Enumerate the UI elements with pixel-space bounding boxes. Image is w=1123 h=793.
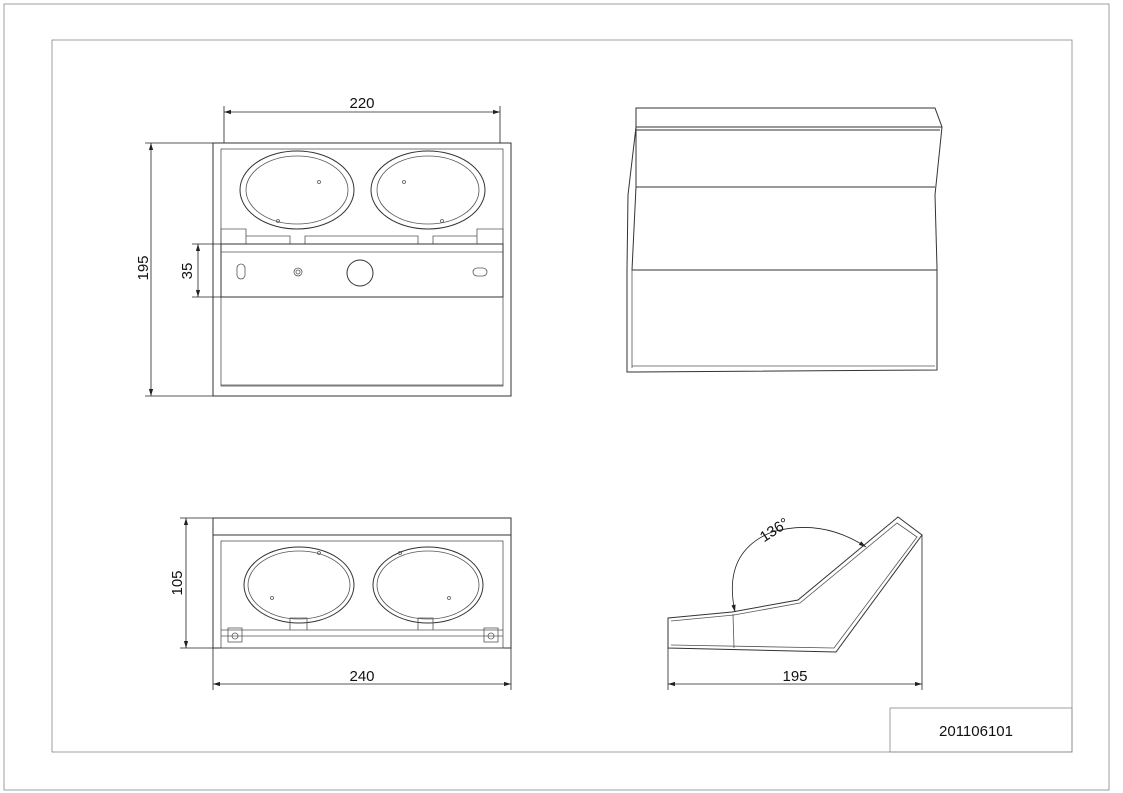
isometric-view [626, 107, 943, 373]
cup-holder-top-left [243, 546, 355, 624]
dim-label-35: 35 [179, 263, 196, 280]
top-view [212, 517, 512, 649]
front-view [212, 142, 512, 397]
dimension-side-angle: 136° [731, 515, 867, 613]
drawing-number: 201106101 [939, 723, 1013, 740]
side-view [667, 516, 923, 653]
sheet-frame [3, 3, 1110, 791]
dim-label-195-front: 195 [135, 255, 152, 280]
dimension-side-depth: 195 [667, 535, 923, 690]
dim-label-220: 220 [349, 95, 374, 112]
dimension-top-depth: 105 [169, 517, 213, 649]
title-block: 201106101 [889, 707, 1073, 753]
cup-holder-right [370, 150, 486, 230]
cup-holder-left [239, 150, 355, 230]
dimension-front-height: 195 [135, 142, 213, 397]
dim-label-240: 240 [349, 668, 374, 685]
dim-label-105: 105 [169, 570, 186, 595]
cup-holder-top-right [372, 546, 484, 624]
dimension-front-width: 220 [223, 95, 501, 143]
dim-label-195-side: 195 [782, 668, 807, 685]
dimension-top-width: 240 [212, 648, 512, 690]
dim-label-136: 136° [757, 515, 792, 546]
dimension-rail-height: 35 [179, 243, 221, 298]
